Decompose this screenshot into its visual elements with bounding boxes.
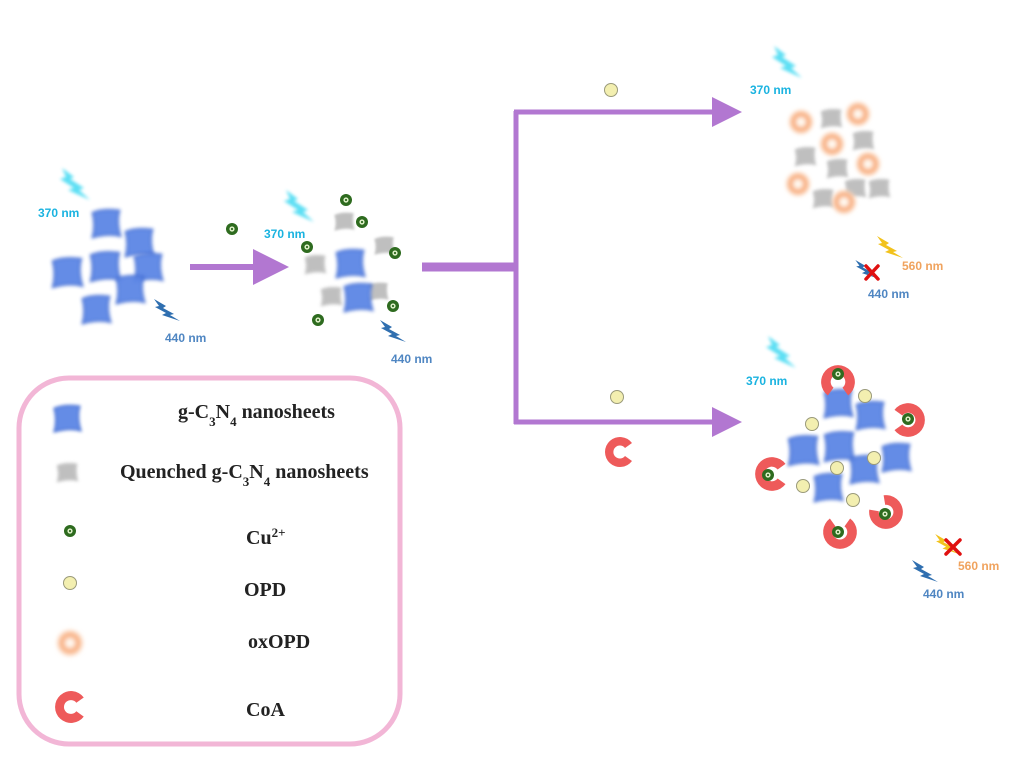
wavelength-370-label: 370 nm <box>38 206 79 220</box>
nanosheet <box>345 284 373 312</box>
quenched-nanosheet <box>334 213 354 231</box>
nanosheet <box>815 474 843 502</box>
wavelength-370-label: 370 nm <box>750 83 791 97</box>
lightning-bolt-icon <box>154 299 180 321</box>
branch-arrows <box>422 83 742 467</box>
opd-molecule <box>610 390 624 404</box>
legend-label-coa: CoA <box>246 699 285 721</box>
opd-molecule <box>805 417 819 431</box>
oxopd-molecule <box>832 190 856 214</box>
quenched-nanosheet <box>305 255 327 274</box>
opd-molecule <box>858 389 872 403</box>
cu-ion <box>356 216 368 228</box>
stage-cu-quenched: 370 nm 440 nm <box>264 190 432 366</box>
oxopd-molecule <box>820 132 844 156</box>
legend-label-oxopd: oxOPD <box>248 631 310 653</box>
legend-oxopd-swatch <box>57 630 83 656</box>
opd-molecule <box>830 461 844 475</box>
wavelength-370-label: 370 nm <box>746 374 787 388</box>
cu-ion <box>340 194 352 206</box>
wavelength-440-label: 440 nm <box>391 352 432 366</box>
lightning-bolt-icon <box>380 320 406 342</box>
cu-ion <box>832 368 844 380</box>
legend-box <box>16 375 403 747</box>
nanosheet <box>93 210 121 238</box>
nanosheet <box>91 252 121 281</box>
cross-icon <box>864 264 880 281</box>
wavelength-440-label: 440 nm <box>165 331 206 345</box>
lightning-bolt-icon <box>912 560 938 582</box>
wavelength-440-label: 440 nm <box>923 587 964 601</box>
legend-quenched-swatch <box>57 463 79 482</box>
oxopd-molecule <box>856 152 880 176</box>
opd-molecule <box>867 451 881 465</box>
nanosheet <box>883 444 911 472</box>
quenched-nanosheet <box>821 109 843 128</box>
quenched-nanosheet <box>813 189 835 208</box>
oxopd-molecule <box>789 110 813 134</box>
opd-molecule <box>604 83 618 97</box>
nanosheet <box>117 276 145 304</box>
quenched-nanosheet <box>795 147 817 166</box>
legend-opd-swatch <box>63 576 77 590</box>
lightning-bolt-icon <box>60 168 90 200</box>
quenched-nanosheet <box>869 179 891 198</box>
opd-molecule <box>796 479 810 493</box>
wavelength-370-label: 370 nm <box>264 227 305 241</box>
cu-ion <box>312 314 324 326</box>
nanosheet <box>337 250 365 278</box>
opd-molecule <box>846 493 860 507</box>
nanosheet <box>126 229 154 257</box>
nanosheet <box>825 432 855 461</box>
nanosheet <box>857 402 885 430</box>
cu-ion <box>879 508 891 520</box>
quenched-nanosheet <box>321 287 343 306</box>
cross-icon <box>944 538 962 556</box>
cu-ion <box>762 469 774 481</box>
legend-cu-swatch <box>64 525 76 537</box>
legend-nanosheet-swatch <box>54 406 81 432</box>
cu-ion <box>832 526 844 538</box>
cu-ion <box>226 223 238 235</box>
legend-label-cu: Cu2+ <box>246 525 286 550</box>
oxopd-molecule <box>846 102 870 126</box>
nanosheet <box>53 258 83 287</box>
legend-label-opd: OPD <box>244 579 286 601</box>
stage-coa: 370 nm 560 nm 440 nm <box>746 336 999 601</box>
oxopd-molecule <box>786 172 810 196</box>
nanosheet <box>83 296 111 324</box>
quenched-nanosheet <box>853 131 875 150</box>
quenched-nanosheet <box>827 159 849 178</box>
lightning-bolt-icon <box>284 190 314 222</box>
lightning-bolt-icon <box>766 336 796 368</box>
cu-ion <box>902 413 914 425</box>
lightning-bolt-icon <box>877 236 903 258</box>
cu-ion <box>389 247 401 259</box>
wavelength-560-label: 560 nm <box>902 259 943 273</box>
lightning-bolt-icon <box>772 46 802 78</box>
stage-pristine-nanosheets: 370 nm 440 nm <box>38 168 206 345</box>
nanosheet <box>789 436 819 465</box>
wavelength-560-label: 560 nm <box>958 559 999 573</box>
wavelength-440-label: 440 nm <box>868 287 909 301</box>
legend: g-C3N4 nanosheets Quenched g-C3N4 nanosh… <box>16 375 403 747</box>
stage-oxopd: 370 nm 560 nm 440 nm <box>750 46 943 301</box>
coa-molecule <box>605 437 632 467</box>
cu-ion <box>387 300 399 312</box>
cu-ion <box>301 241 313 253</box>
